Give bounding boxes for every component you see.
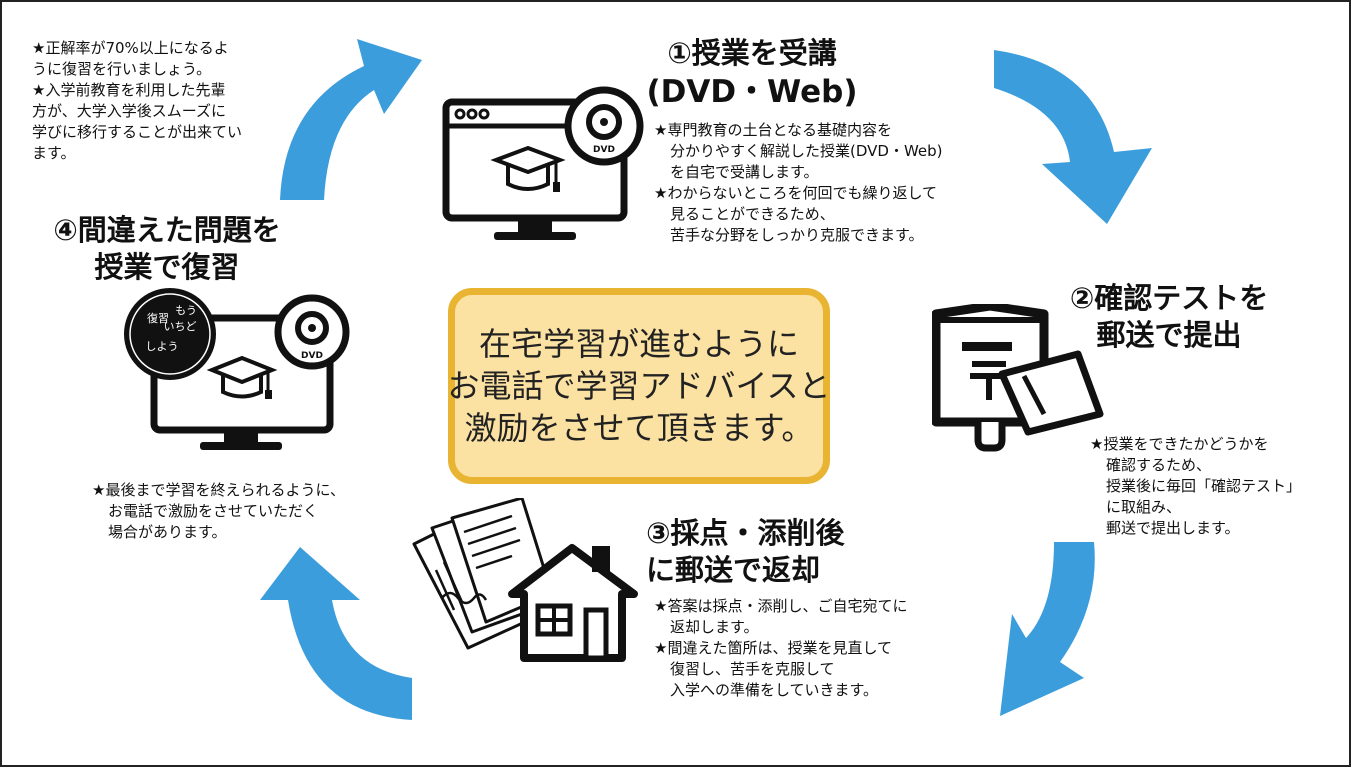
step1-note-line: ★わからないところを何回でも繰り返して [654, 184, 937, 202]
center-message-line: 激励をさせて頂きます。 [464, 409, 814, 447]
step3-title-line1: ③採点・添削後 [646, 516, 845, 550]
step4-title: ④間違えた問題を 授業で復習 [22, 212, 312, 286]
step2-note-line: 確認するため、 [1106, 456, 1212, 474]
step4-title-line2: 授業で復習 [94, 250, 240, 284]
top-left-note-line: ★正解率が70%以上になるよ [32, 39, 229, 57]
step2-notes: ★授業をできたかどうかを 確認するため、 授業後に毎回「確認テスト」 に取組み、… [1090, 434, 1301, 539]
center-message-line: 在宅学習が進むように [478, 325, 799, 363]
step4-notes: ★最後まで学習を終えられるように、 お電話で激励をさせていただく 場合があります… [92, 480, 345, 543]
top-left-note-line: ます。 [32, 144, 76, 162]
step3-title-line2: に郵送で返却 [646, 553, 821, 587]
step2-title-line2: 郵送で提出 [1096, 318, 1242, 352]
step2-title-line1: ②確認テストを [1069, 281, 1269, 315]
step3-note-line: ★間違えた箇所は、授業を見直して [654, 639, 892, 657]
step4-title-line1: ④間違えた問題を [53, 213, 281, 247]
stamp-text: もう [175, 304, 197, 317]
step1-title-line1: ①授業を受講 [667, 36, 837, 70]
step2-note-line: ★授業をできたかどうかを [1090, 435, 1269, 453]
step1-note-line: ★専門教育の土台となる基礎内容を [654, 121, 892, 139]
step3-note-line: 返却します。 [670, 618, 759, 636]
center-message-line: お電話で学習アドバイスと [447, 367, 831, 405]
stamp-text: いちど [164, 320, 197, 333]
step4-note-line: お電話で激励をさせていただく [108, 502, 319, 520]
step1-note-line: 苦手な分野をしっかり克服できます。 [670, 226, 924, 244]
monitor-dvd-icon: DVD [438, 86, 648, 246]
arrow-top-right [994, 50, 1152, 224]
step1-note-line: を自宅で受講します。 [670, 163, 819, 181]
step2-title: ②確認テストを 郵送で提出 [1054, 280, 1284, 354]
step3-notes: ★答案は採点・添削し、ご自宅宛てに 返却します。 ★間違えた箇所は、授業を見直し… [654, 596, 907, 701]
arrow-bottom-right [1000, 542, 1095, 716]
step1-notes: ★専門教育の土台となる基礎内容を 分かりやすく解説した授業(DVD・Web) を… [654, 120, 943, 246]
house-papers-icon [402, 498, 652, 668]
monitor-review-icon: もう いちど 復習 しよう DVD [120, 288, 360, 458]
top-left-note-line: 方が、大学入学後スムーズに [32, 102, 226, 120]
top-left-notes: ★正解率が70%以上になるよ うに復習を行いましょう。 ★入学前教育を利用した先… [32, 38, 242, 164]
step4-note-line: 場合があります。 [108, 523, 227, 541]
stamp-text: しよう [146, 340, 179, 353]
dvd-disc-label: DVD [301, 351, 323, 361]
arrow-bottom-left [260, 547, 412, 720]
postbox-icon [932, 304, 1112, 454]
stamp-text: 復習 [147, 312, 169, 325]
step1-note-line: 見ることができるため、 [670, 205, 835, 223]
top-left-note-line: ★入学前教育を利用した先輩 [32, 81, 226, 99]
step1-title: ①授業を受講 (DVD・Web) [642, 35, 862, 112]
step3-note-line: ★答案は採点・添削し、ご自宅宛てに [654, 597, 908, 615]
center-message-box: 在宅学習が進むように お電話で学習アドバイスと 激励をさせて頂きます。 [447, 288, 831, 484]
dvd-disc-label: DVD [593, 145, 615, 155]
step2-note-line: 郵送で提出します。 [1106, 519, 1240, 537]
top-left-note-line: うに復習を行いましょう。 [32, 60, 212, 78]
arrow-top-left [280, 39, 422, 200]
step4-note-line: ★最後まで学習を終えられるように、 [92, 481, 345, 499]
top-left-note-line: 学びに移行することが出来てい [32, 123, 243, 141]
step1-title-line2: (DVD・Web) [646, 74, 858, 110]
step3-note-line: 入学への準備をしていきます。 [670, 681, 879, 699]
step3-title: ③採点・添削後 に郵送で返却 [638, 515, 886, 589]
step2-note-line: に取組み、 [1106, 498, 1182, 516]
step3-note-line: 復習し、苦手を克服して [670, 660, 835, 678]
step2-note-line: 授業後に毎回「確認テスト」 [1106, 477, 1302, 495]
step1-note-line: 分かりやすく解説した授業(DVD・Web) [670, 142, 943, 160]
